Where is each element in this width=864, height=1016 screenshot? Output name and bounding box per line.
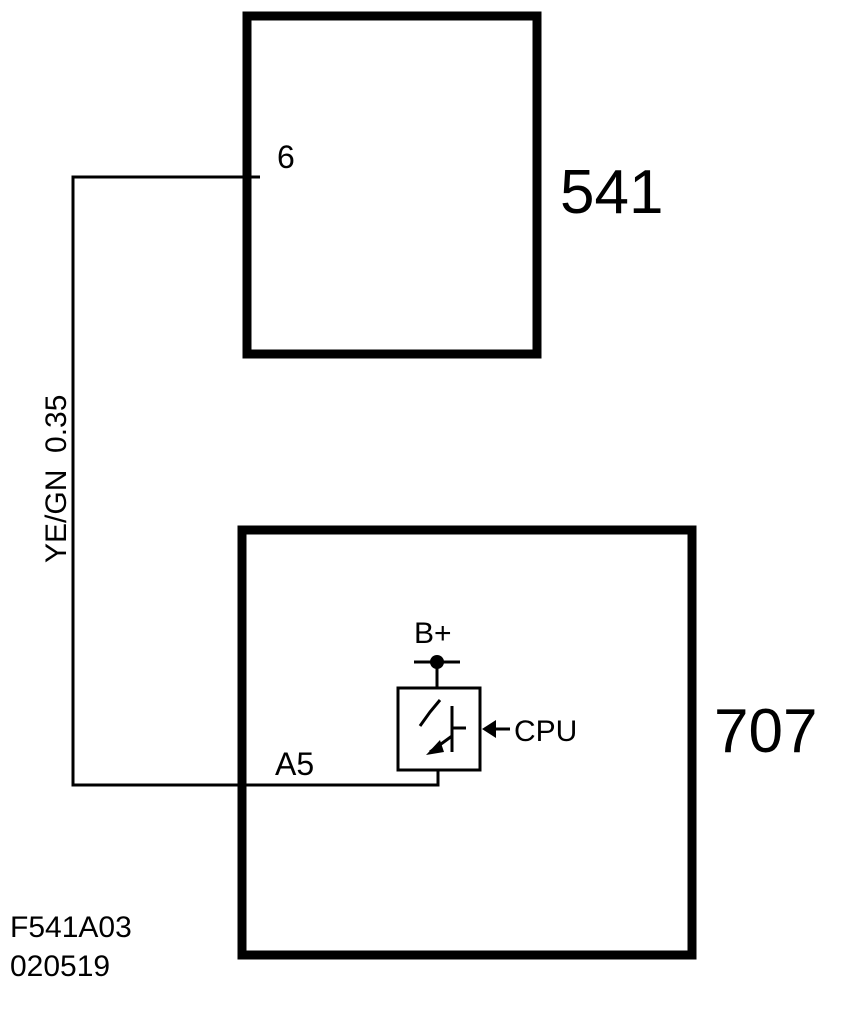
wire-ye-gn: YE/GN 0.35 (40, 175, 440, 787)
component-541: 541 6 (242, 11, 663, 359)
transistor-collector (418, 699, 442, 727)
component-707-label: 707 (714, 697, 817, 766)
component-707-box (237, 525, 697, 960)
switch-box (396, 686, 482, 772)
figure-date: 020519 (10, 950, 110, 983)
supply-b-plus-label: B+ (414, 617, 452, 650)
transistor-emitter-arrow (426, 740, 444, 755)
switch-transistor: B+ CPU (396, 617, 577, 772)
cpu-label: CPU (514, 715, 577, 748)
pin-6-label: 6 (277, 139, 295, 175)
figure-reference: F541A03 020519 (10, 911, 132, 983)
component-541-box (242, 11, 542, 359)
component-707: 707 A5 (237, 525, 817, 960)
cpu-control-arrow-icon (482, 720, 496, 738)
wire-label: YE/GN 0.35 (40, 395, 73, 563)
component-541-label: 541 (560, 158, 663, 227)
pin-a5-label: A5 (275, 746, 314, 782)
figure-code: F541A03 (10, 911, 132, 944)
wire-path (71, 175, 440, 787)
